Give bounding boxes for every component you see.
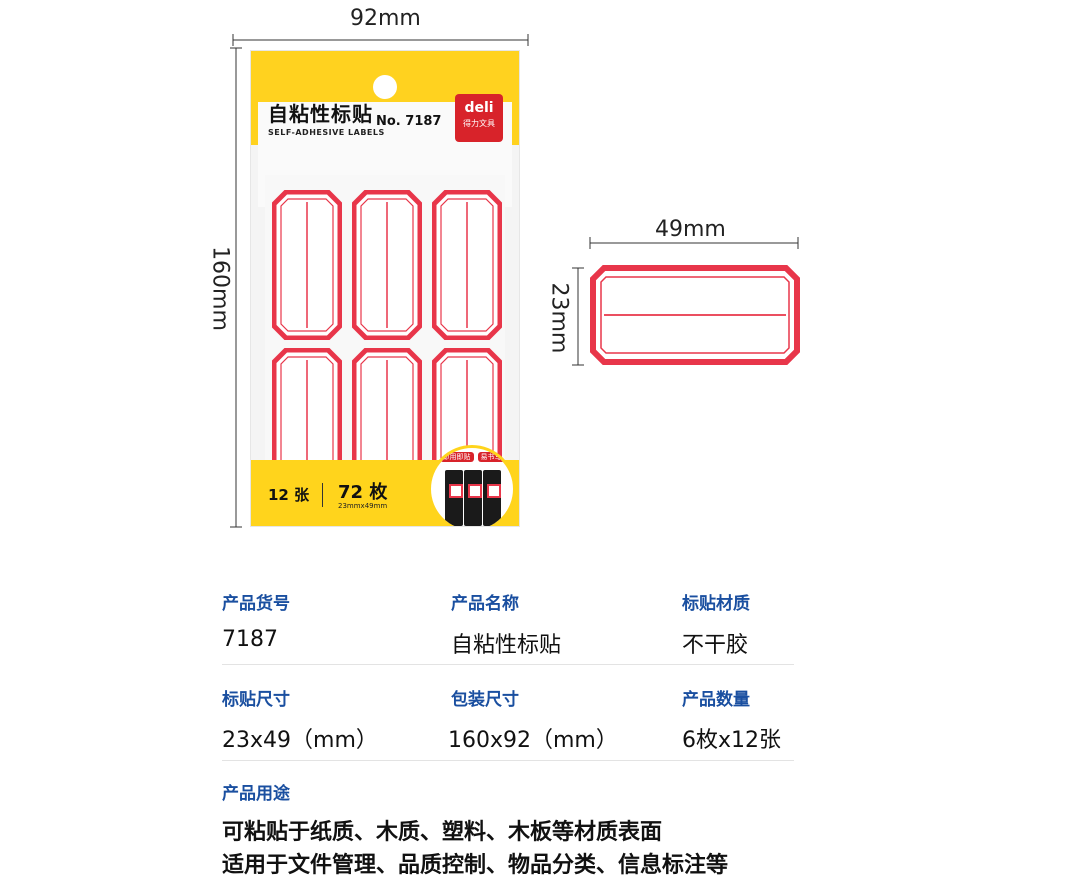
spec-value-label-size: 23x49（mm） [222, 728, 378, 753]
package-frame [250, 50, 520, 527]
usage-line: 适用于文件管理、品质控制、物品分类、信息标注等 [222, 853, 729, 878]
badge-tag: 易书写 [477, 452, 505, 462]
spec-value-item-no: 7187 [222, 627, 278, 652]
spec-value-product-name: 自粘性标贴 [451, 633, 562, 658]
spec-divider [222, 664, 794, 665]
spec-value-package-size: 160x92（mm） [448, 728, 618, 753]
binder-icon [483, 470, 501, 526]
spec-key-quantity: 产品数量 [682, 690, 750, 710]
count-divider [322, 483, 323, 507]
package-image: 自粘性标贴 No. 7187 SELF-ADHESIVE LABELS deli… [250, 50, 520, 527]
label-size-note: 23mmx49mm [338, 502, 388, 510]
spec-value-material: 不干胶 [682, 633, 749, 658]
sheet-label [351, 189, 423, 341]
binder-icon [445, 470, 463, 526]
package-model: No. 7187 [376, 114, 442, 129]
package-width-label: 92mm [350, 6, 421, 31]
spec-key-package-size: 包装尺寸 [451, 690, 519, 710]
spec-divider [222, 760, 794, 761]
spec-key-material: 标贴材质 [682, 594, 750, 614]
hang-hole [373, 75, 397, 99]
package-height-label: 160mm [207, 246, 233, 331]
package-title: 自粘性标贴 [268, 102, 373, 126]
brand-name: deli [464, 100, 494, 116]
brand-logo: deli 得力文具 [455, 94, 503, 142]
badge-tag: 即用即贴 [439, 452, 474, 462]
label-width-label: 49mm [655, 217, 726, 242]
single-label-image [590, 265, 800, 365]
label-height-label: 23mm [546, 282, 572, 354]
usage-line: 可粘贴于纸质、木质、塑料、木板等材质表面 [222, 820, 663, 845]
spec-key-usage: 产品用途 [222, 784, 290, 804]
brand-cn: 得力文具 [463, 119, 495, 128]
spec-key-product-name: 产品名称 [451, 594, 519, 614]
spec-key-label-size: 标贴尺寸 [222, 690, 290, 710]
label-count: 72 枚 [338, 482, 388, 503]
binder-icon [464, 470, 482, 526]
binder-badge: 即用即贴易书写 [428, 445, 516, 527]
spec-key-item-no: 产品货号 [222, 594, 290, 614]
sheet-label [431, 189, 503, 341]
sheet-count: 12 张 [268, 486, 310, 504]
sheet-label [271, 189, 343, 341]
spec-value-quantity: 6枚x12张 [682, 728, 782, 753]
package-subtitle: SELF-ADHESIVE LABELS [268, 128, 385, 137]
badge-tags: 即用即贴易书写 [431, 452, 513, 468]
